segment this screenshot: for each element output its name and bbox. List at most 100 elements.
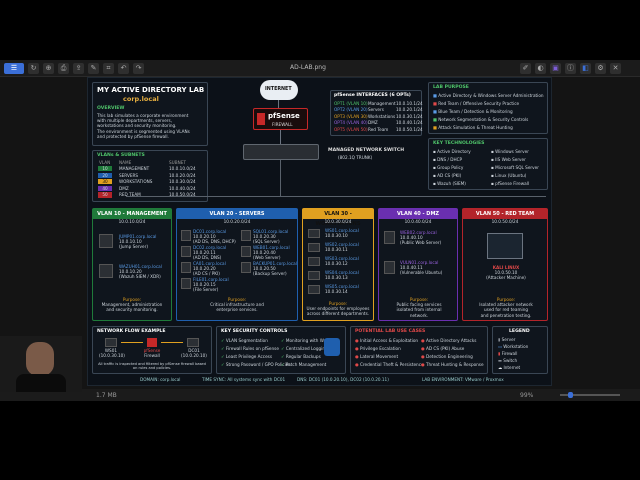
sidebar-toggle-button[interactable]: ☰ [4,63,24,74]
usecases-heading: POTENTIAL LAB USE CASES [355,329,426,334]
window-icon[interactable]: ◧ [580,63,591,74]
list-item: ● AD CS (PKI) Abuse [421,346,465,351]
controls-list-left: ✓ VLAN Segmentation ✓ Firewall Rules on … [221,338,291,370]
share-icon[interactable]: ⇪ [73,63,84,74]
zoom-level[interactable]: 99% [520,392,534,399]
server-icon [181,230,191,241]
kali-monitor-icon [487,233,523,259]
monitor-icon [308,229,320,238]
connector-line [278,100,279,108]
app-icon[interactable]: ▣ [550,63,561,74]
list-item: ● Threat Hunting & Response [421,362,484,367]
overview-text: This lab simulates a corporate environme… [97,113,190,139]
zone-heading: VLAN 30 - WORKSTATIONS [303,209,373,227]
vlan-30-zone: VLAN 30 - WORKSTATIONS 10.0.30.0/24 WS01… [302,208,374,321]
network-diagram: MY ACTIVE DIRECTORY LAB corp.local OVERV… [87,77,552,386]
list-item: ▪ IIS Web Server [491,157,526,162]
zone-subnet: 10.0.20.0/24 [223,219,251,224]
list-item: ✓ Centralized Logging [281,346,328,351]
zoom-icon[interactable]: ⊕ [43,63,54,74]
firewall-sub: FIREWALL [272,122,293,127]
list-item: ▪ Wazuh (SIEM) [433,181,466,186]
legend-item: ▮ Firewall [498,351,518,356]
legend-panel: LEGEND ▮ Server ▭ Workstation ▮ Firewall… [492,326,548,374]
edit-icon[interactable]: ✎ [88,63,99,74]
zone-subnet: 10.0.50.0/24 [491,219,519,224]
legend-item: ▮ Server [498,337,516,342]
firewall-name: pfSense [268,112,300,120]
list-item: ● Initial Access & Exploitation [355,338,419,343]
markup-icon[interactable]: ✐ [520,63,531,74]
redo-icon[interactable]: ↷ [133,63,144,74]
col-name: NAME [119,160,132,165]
server-icon [384,261,395,274]
list-item: ▪ pfSense Firewall [491,181,530,186]
list-item: ▪ Active Directory [433,149,471,154]
list-item: ▪ Microsoft SQL Server [491,165,539,170]
footer-time: TIME SYNC: All systems sync with DC01 [202,377,286,382]
footer-env: LAB ENVIRONMENT: VMware / Proxmox [422,377,504,382]
undo-icon[interactable]: ↶ [118,63,129,74]
close-icon[interactable]: ✕ [610,63,621,74]
zoom-slider-handle[interactable] [568,392,573,398]
vlan-40-zone: VLAN 40 - DMZ 10.0.40.0/24 WEB02.corp.lo… [378,208,458,321]
list-item: ▪ DNS / DHCP [433,157,463,162]
zone-heading: VLAN 10 - MANAGEMENT [93,209,171,219]
zoom-slider[interactable] [560,392,620,398]
zone-heading: VLAN 40 - DMZ [379,209,457,219]
security-controls-panel: KEY SECURITY CONTROLS ✓ VLAN Segmentatio… [216,326,346,374]
list-item: ▪ Windows Server [491,149,529,154]
monitor-icon [308,285,320,294]
interfaces-heading: pfSense INTERFACES (6 OPTs) [334,93,411,98]
crop-icon[interactable]: ⌗ [103,63,114,74]
info-icon[interactable]: ⓘ [565,63,576,74]
tech-heading: KEY TECHNOLOGIES [433,141,485,146]
print-icon[interactable]: ⎙ [58,63,69,74]
col-vlan: VLAN [99,160,111,165]
rotate-icon[interactable]: ↻ [28,63,39,74]
key-technologies-panel: KEY TECHNOLOGIES ▪ Active Directory ▪ DN… [428,138,548,190]
list-item: ✓ Regular Backups [281,354,321,359]
switch-label: MANAGED NETWORK SWITCH [328,148,405,153]
connector-line [126,196,546,197]
list-item: ● Credential Theft & Persistence [355,362,424,367]
settings-icon[interactable]: ⚙ [595,63,606,74]
page-title: MY ACTIVE DIRECTORY LAB [97,86,205,94]
webcam-overlay [0,336,82,392]
list-item: ▪ Linux (Ubuntu) [491,173,527,178]
vlan-50-zone: VLAN 50 - RED TEAM 10.0.50.0/24 KALI LIN… [462,208,548,321]
color-icon[interactable]: ◐ [535,63,546,74]
firewall-node: pfSense FIREWALL [253,108,308,130]
usecases-list-left: ● Initial Access & Exploitation ● Privil… [355,338,424,370]
server-icon [241,230,251,241]
purpose-heading: LAB PURPOSE [433,85,469,90]
purpose-list: ■ Active Directory & Windows Server Admi… [433,93,544,133]
switch-icon [243,144,319,160]
flow-node: WS01(10.0.30.10) [99,348,125,359]
status-bar: 1.7 MB 99% [0,389,640,401]
server-icon [384,231,395,244]
flow-node: DC01(10.0.20.10) [181,348,207,359]
list-item: ■ Network Segmentation & Security Contro… [433,117,529,122]
